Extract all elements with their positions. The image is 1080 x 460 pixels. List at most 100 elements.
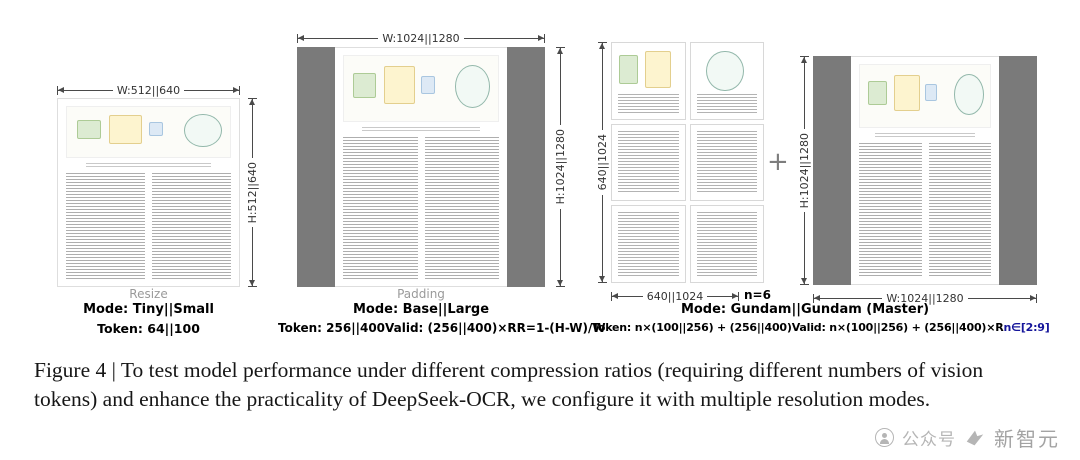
xinzhiyuan-logo-icon — [966, 430, 984, 445]
page-figure — [859, 64, 991, 128]
tiles-height-dimension-label: 640||1024 — [595, 134, 609, 191]
diagram-box-icon — [421, 75, 435, 94]
panel-title-padding: Padding — [397, 287, 445, 301]
page-tile — [689, 123, 764, 202]
height-dimension-arrow: H:1024||1280 — [552, 47, 568, 288]
diagram-box-icon — [645, 50, 672, 89]
arrow-segment — [799, 212, 809, 286]
global-view-padded-image — [813, 56, 1037, 285]
arrow-segment — [57, 85, 113, 95]
local-crops-grid — [611, 42, 764, 283]
height-dimension-arrow: H:512||640 — [244, 98, 260, 288]
document-page-thumbnail — [57, 98, 240, 287]
official-account-icon — [875, 428, 894, 447]
width-dimension-arrow: W:512||640 — [57, 82, 240, 98]
tiles-width-dimension-arrow: 640||1024 — [611, 288, 739, 304]
diagram-box-icon — [384, 66, 415, 105]
width-dimension-arrow: W:1024||1280 — [297, 30, 546, 46]
watermark-platform: 公众号 — [902, 430, 956, 450]
text-column — [343, 137, 418, 279]
page-tile — [689, 42, 764, 120]
figure-caption-lines — [361, 127, 481, 134]
mode-label: Mode: Base||Large — [352, 302, 490, 317]
diagram-box-icon — [893, 74, 920, 111]
text-columns — [66, 172, 231, 279]
padded-document-image — [297, 47, 545, 287]
diagram-box-icon — [109, 114, 142, 144]
page-tile — [611, 205, 686, 283]
padding-bar-right — [999, 56, 1037, 285]
diagram-box-icon — [76, 119, 102, 139]
figure-caption-lines — [874, 132, 976, 139]
token-stats-row: Token: 256||400 Valid: (256||400)×R R=1-… — [278, 321, 606, 335]
arrow-segment — [597, 42, 607, 131]
text-lines — [618, 94, 679, 114]
padding-bar-left — [813, 56, 851, 285]
watermark: 公众号 新智元 — [875, 423, 1060, 452]
text-column — [152, 172, 231, 279]
page-tile — [689, 205, 764, 283]
height-dimension-label: H:512||640 — [245, 161, 259, 224]
arrow-segment — [247, 227, 257, 288]
arrow-segment — [967, 293, 1038, 303]
arrow-segment — [247, 98, 257, 158]
page-figure — [66, 106, 231, 158]
global-width-dimension-label: W:1024||1280 — [886, 291, 964, 305]
arrow-segment — [463, 33, 546, 43]
arrow-segment — [555, 208, 565, 288]
arrow-segment — [597, 194, 607, 284]
diagram-circle-icon — [706, 50, 745, 92]
arrow-segment — [184, 85, 240, 95]
text-lines — [696, 130, 757, 195]
page-tile — [611, 123, 686, 202]
token-label: Token: 256||400 — [278, 321, 386, 335]
width-dimension-label: W:512||640 — [116, 83, 181, 97]
token-stats-row: Token: n×(100||256) + (256||400) Valid: … — [592, 321, 1050, 334]
figure-caption: Figure 4 | To test model performance und… — [34, 358, 984, 412]
formula-label: R=1-(H-W)/W — [516, 321, 606, 335]
text-lines — [618, 212, 679, 276]
diagram-circle-icon — [953, 73, 984, 115]
text-column — [66, 172, 145, 279]
tiles-height-dimension-arrow: 640||1024 — [594, 42, 610, 284]
diagram-box-icon — [148, 121, 164, 136]
valid-label: Valid: (256||400)×R — [385, 321, 517, 335]
tile-count-label: n=6 — [744, 288, 771, 302]
text-column — [928, 142, 991, 277]
text-column — [424, 137, 499, 279]
n-range-label: n∈[2:9] — [1003, 321, 1050, 334]
valid-label: Valid: n×(100||256) + (256||400)×R — [791, 321, 1004, 334]
padding-bar-right — [507, 47, 545, 287]
diagram-box-icon — [925, 83, 937, 101]
tiles-width-dimension-label: 640||1024 — [646, 289, 704, 303]
global-height-dimension-label: H:1024||1280 — [797, 132, 811, 209]
diagram-box-icon — [867, 81, 888, 105]
mode-label: Mode: Tiny||Small — [83, 302, 214, 317]
diagram-box-icon — [619, 55, 639, 84]
text-columns — [343, 137, 499, 279]
plus-sign: + — [767, 147, 789, 177]
arrow-segment — [555, 47, 565, 126]
diagram-box-icon — [353, 72, 377, 98]
text-lines — [696, 212, 757, 276]
arrow-segment — [707, 291, 739, 301]
watermark-brand: 新智元 — [994, 427, 1060, 451]
diagram-circle-icon — [454, 65, 491, 109]
figure-caption-lines — [85, 162, 212, 169]
text-lines — [696, 94, 757, 114]
text-columns — [859, 142, 991, 277]
page-tile — [611, 42, 686, 120]
width-dimension-label: W:1024||1280 — [382, 31, 460, 45]
global-height-dimension-arrow: H:1024||1280 — [796, 56, 812, 286]
mode-label: Mode: Gundam||Gundam (Master) — [680, 302, 930, 317]
padding-bar-left — [297, 47, 335, 287]
height-dimension-label: H:1024||1280 — [553, 129, 567, 205]
diagram-circle-icon — [184, 113, 222, 147]
global-width-dimension-arrow: W:1024||1280 — [813, 290, 1038, 306]
document-page-thumbnail — [335, 47, 507, 287]
text-column — [859, 142, 922, 277]
page-figure — [343, 55, 499, 123]
token-label: Token: 64||100 — [97, 321, 200, 336]
panel-title-resize: Resize — [129, 287, 168, 301]
